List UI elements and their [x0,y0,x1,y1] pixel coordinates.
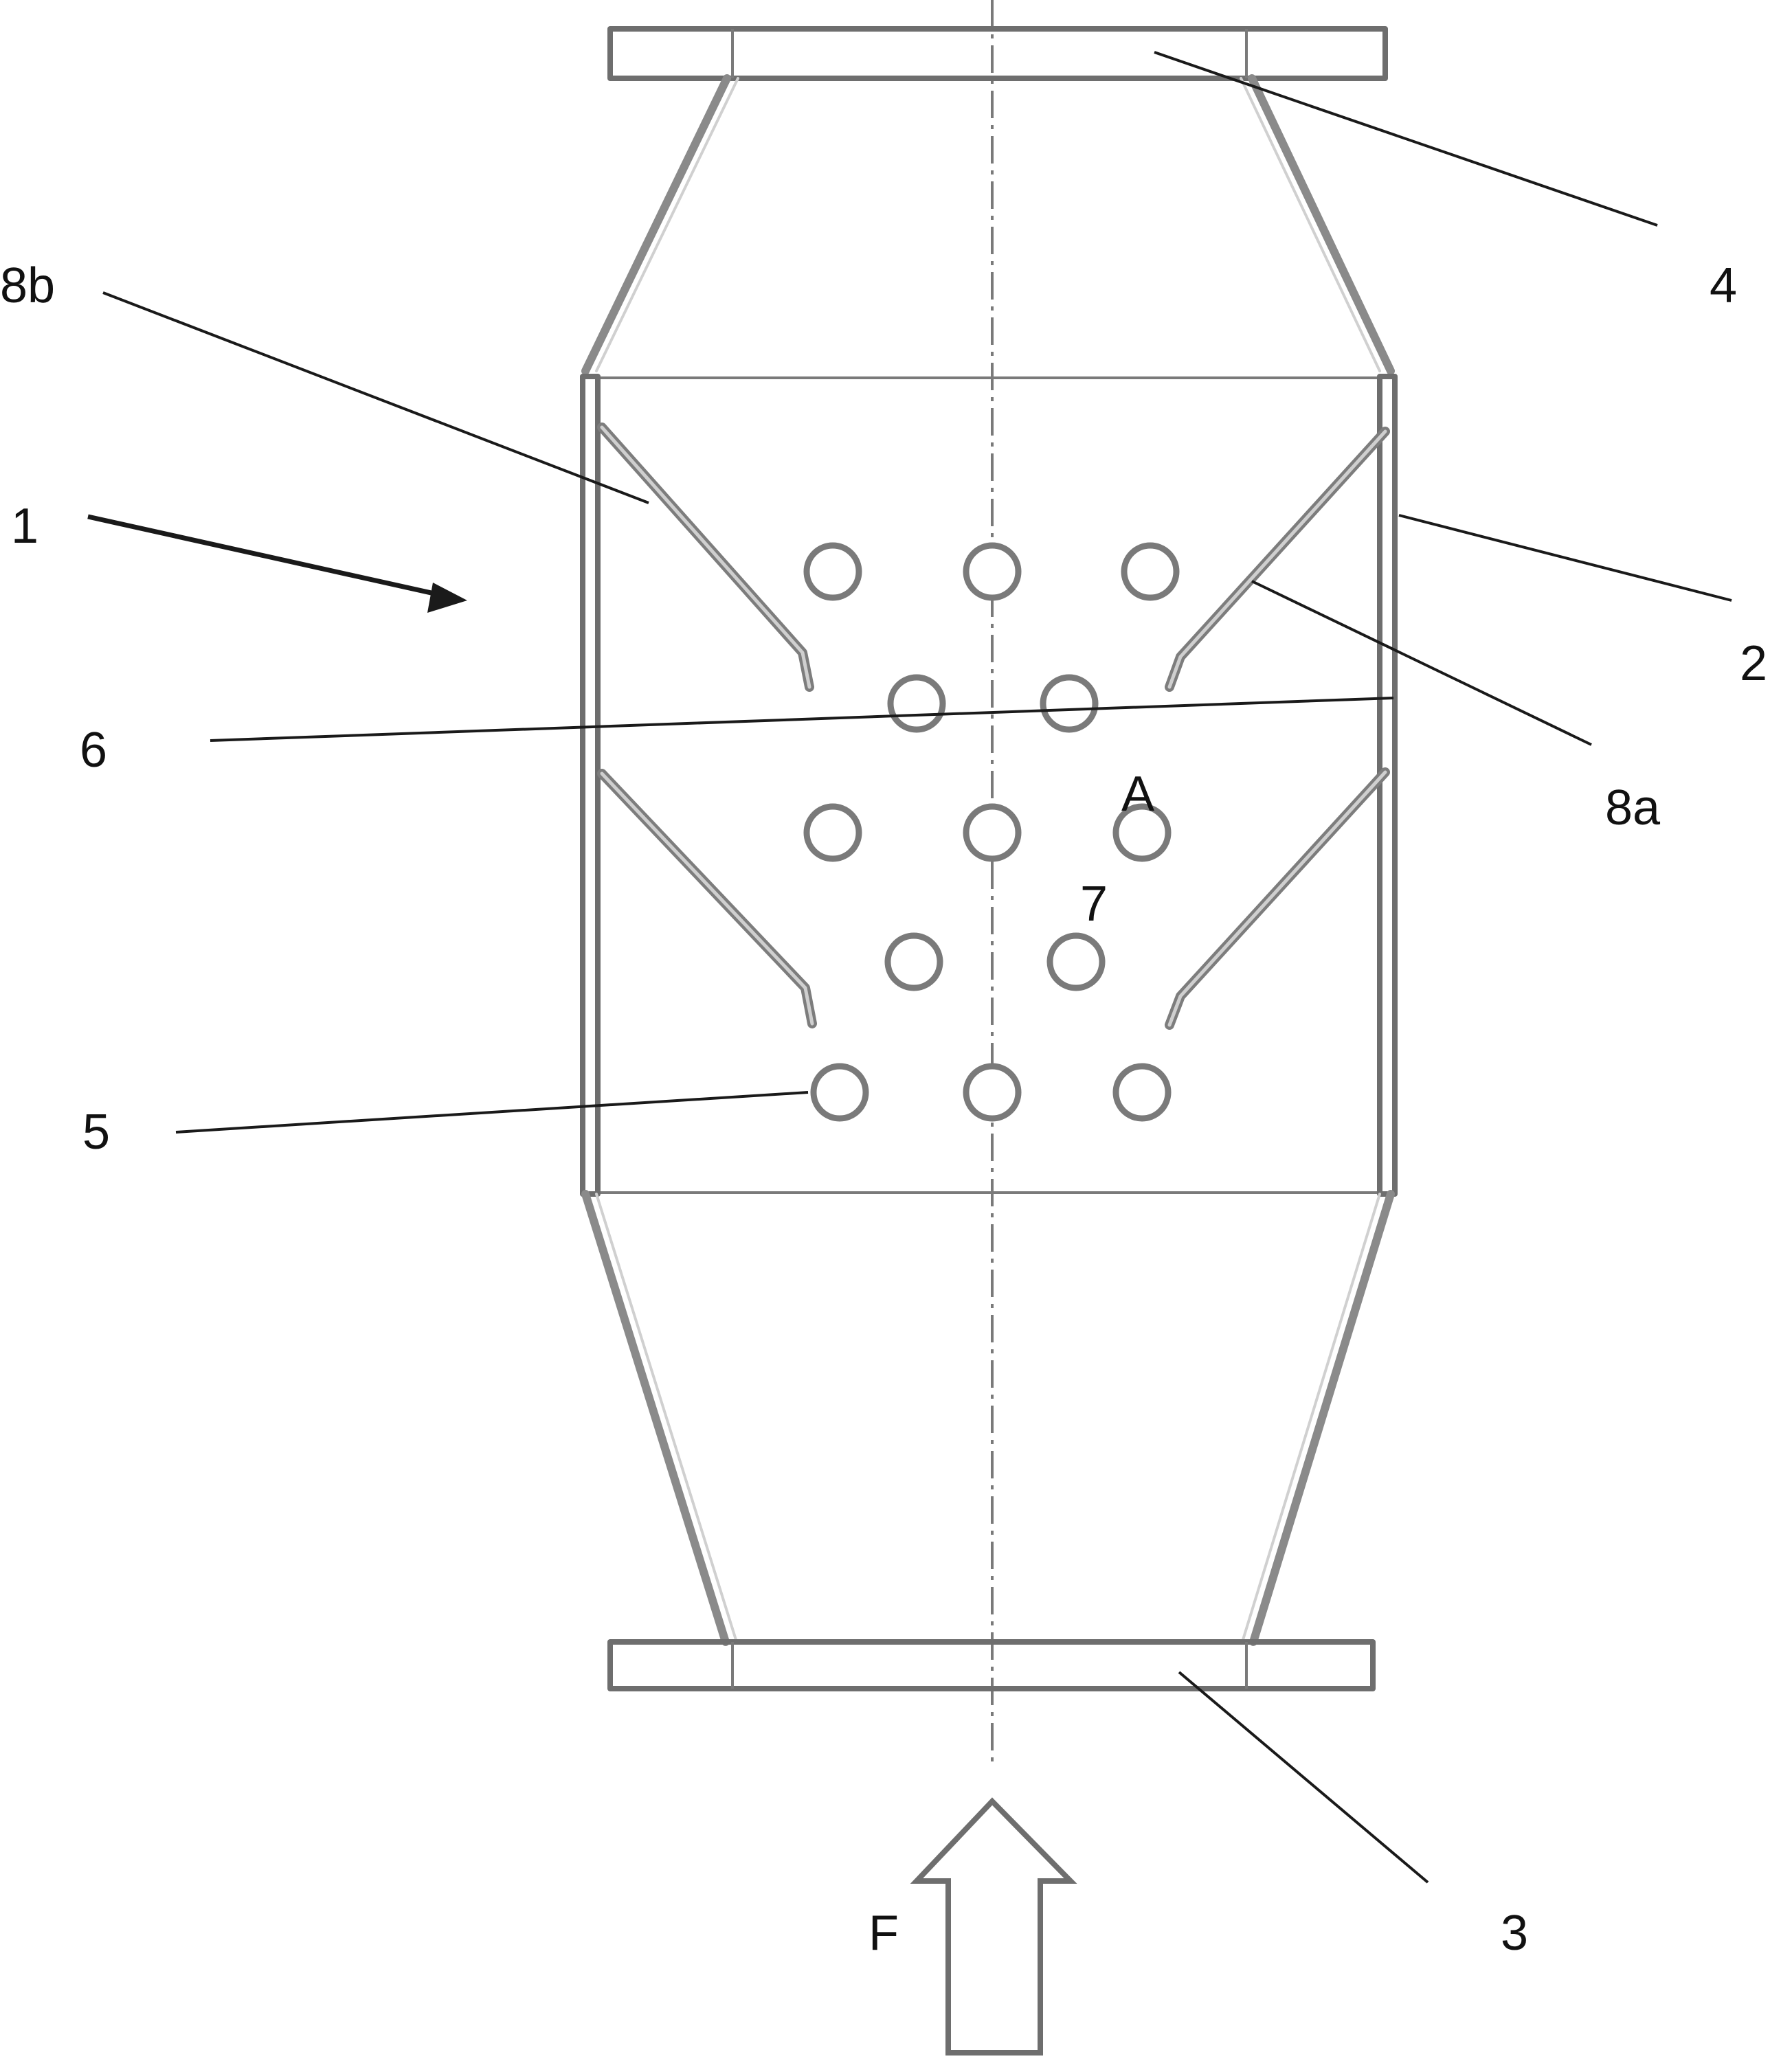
leader-8a [1251,580,1592,746]
label-6: 6 [80,723,107,778]
hole [1112,1063,1172,1122]
leader-6 [210,697,1394,742]
hole [884,932,943,991]
leader-5 [175,1091,809,1134]
reference-labels: 1 2 3 4 5 6 7 8a 8b A F [0,258,1767,1961]
hole [803,542,862,601]
hole [810,1063,869,1122]
baffle-lower-left [597,769,817,1028]
label-5: 5 [82,1105,110,1160]
hole [963,803,1022,862]
inlet-flange [607,1639,1376,1691]
label-8a: 8a [1605,780,1661,835]
label-A: A [1121,767,1154,822]
hole [887,674,946,733]
label-3: 3 [1501,1906,1528,1961]
hole [963,542,1022,601]
leader-2 [1398,514,1732,602]
hole [1112,803,1172,862]
label-8b: 8b [0,258,55,313]
hole [1121,542,1180,601]
baffle-lower-right [1165,767,1390,1030]
perforation-holes [803,542,1180,1122]
hole [1046,932,1106,991]
leader-lines [87,51,1732,1884]
baffle-upper-right [1165,427,1390,692]
hole [803,803,862,862]
flow-arrow [910,1797,1077,2056]
leader-4 [1154,51,1658,227]
leader-8b [102,291,649,504]
inlet-cone [581,1190,1395,1646]
outlet-cone [581,74,1395,375]
leader-1 [87,514,447,599]
label-F: F [869,1906,899,1961]
arrowhead-1 [427,583,467,613]
leader-3 [1178,1671,1429,1884]
label-1: 1 [11,499,38,554]
hole [963,1063,1022,1122]
baffle-upper-left [597,423,814,692]
label-2: 2 [1740,636,1767,691]
label-4: 4 [1710,258,1737,313]
label-7: 7 [1080,877,1108,932]
outlet-flange [607,26,1388,81]
hole [1040,674,1099,733]
